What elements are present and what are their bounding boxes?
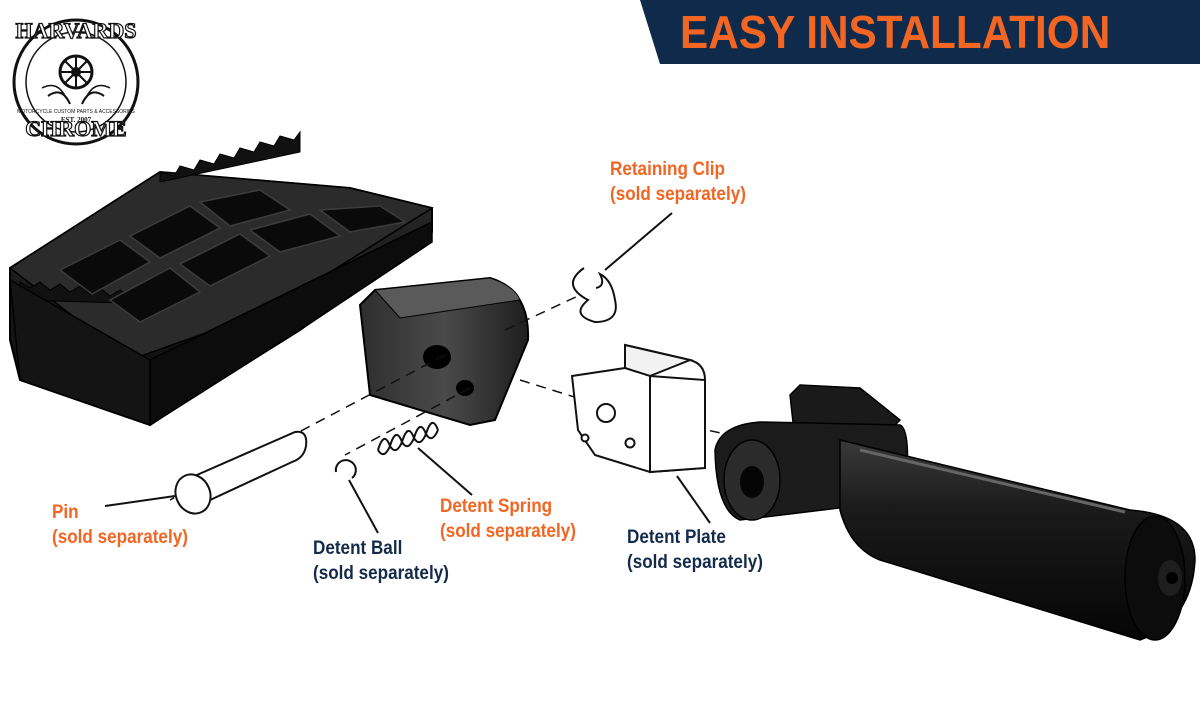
detent-spring-name: Detent Spring bbox=[440, 496, 553, 517]
callout-retaining-clip: Retaining Clip (sold separately) bbox=[610, 157, 746, 207]
banner bbox=[640, 0, 1200, 64]
callout-pin: Pin (sold separately) bbox=[52, 500, 188, 550]
logo-ring-text: MOTORCYCLE CUSTOM PARTS & ACCESSORIES bbox=[17, 109, 135, 115]
detent-plate-name: Detent Plate bbox=[627, 527, 726, 548]
svg-text:CHROME: CHROME bbox=[25, 116, 126, 141]
logo-text-top: HARVARDS bbox=[15, 17, 137, 43]
pin-note: (sold separately) bbox=[52, 527, 188, 548]
detent-plate-leader bbox=[676, 475, 711, 524]
logo-est: EST. 2007 bbox=[61, 116, 92, 124]
detent-plate-note: (sold separately) bbox=[627, 552, 763, 573]
foot-peg-pad-part bbox=[8, 130, 434, 427]
callout-detent-ball: Detent Ball (sold separately) bbox=[313, 536, 449, 586]
detent-ball-part bbox=[334, 459, 357, 479]
pin-part bbox=[174, 430, 308, 515]
callout-detent-plate: Detent Plate (sold separately) bbox=[627, 525, 763, 575]
retaining-clip-name: Retaining Clip bbox=[610, 159, 725, 180]
arm-lower-hole bbox=[456, 380, 474, 396]
retaining-clip-part bbox=[572, 267, 617, 324]
pin-name: Pin bbox=[52, 502, 79, 523]
arm-upper-hole bbox=[423, 345, 451, 369]
end-cap-hole bbox=[1166, 572, 1178, 584]
banner-title: EASY INSTALLATION bbox=[680, 6, 1111, 58]
banner-background bbox=[640, 0, 1200, 64]
svg-text:HARVARDS: HARVARDS bbox=[15, 18, 136, 43]
logo-text-bottom: CHROME bbox=[25, 115, 128, 141]
detent-spring-leader bbox=[417, 447, 473, 496]
retaining-clip-leader bbox=[604, 212, 673, 271]
peg-mount-arm-part bbox=[358, 276, 530, 427]
detent-spring-note: (sold separately) bbox=[440, 521, 576, 542]
detent-plate-part bbox=[570, 343, 706, 474]
callout-detent-spring: Detent Spring (sold separately) bbox=[440, 494, 576, 544]
clevis-hole bbox=[740, 466, 764, 498]
pin-leader bbox=[104, 495, 176, 507]
wheel-wings-logo-icon bbox=[12, 18, 140, 146]
detent-spring-part bbox=[377, 422, 439, 456]
detent-ball-note: (sold separately) bbox=[313, 563, 449, 584]
retaining-clip-note: (sold separately) bbox=[610, 184, 746, 205]
clevis-mount-cylinder-part bbox=[714, 384, 1196, 641]
detent-ball-leader bbox=[348, 479, 379, 534]
detent-ball-name: Detent Ball bbox=[313, 538, 403, 559]
